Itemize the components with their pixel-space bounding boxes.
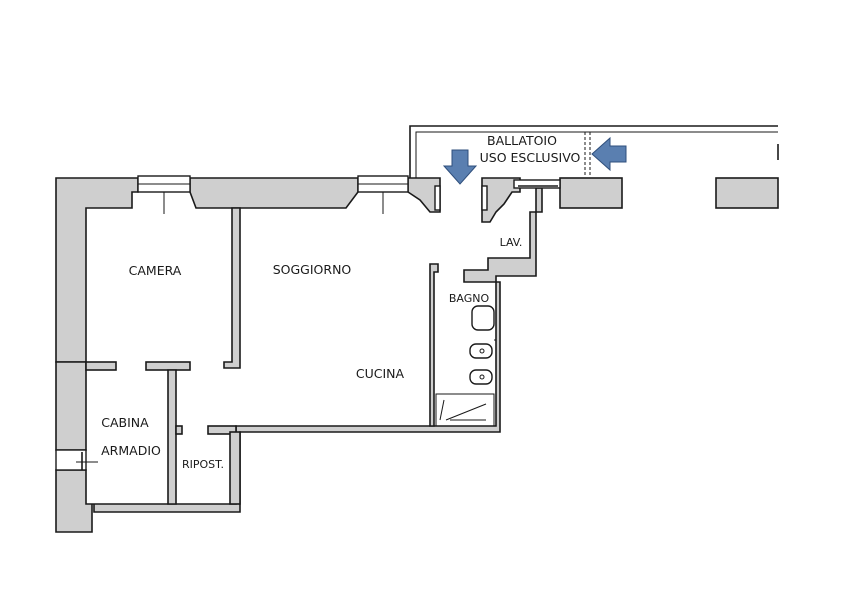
- wall-cabina-ripost: [167, 369, 177, 505]
- room-label-cucina: CUCINA: [356, 366, 405, 381]
- wall-left: [55, 361, 87, 451]
- ballatoio-arrow-left: [591, 136, 627, 172]
- bathroom-fixtures: [435, 305, 496, 427]
- wall-lav-right: [535, 187, 543, 213]
- room-label-ballatoio-1: BALLATOIO: [487, 133, 557, 148]
- room-label-lav: LAV.: [500, 236, 523, 249]
- room-label-bagno: BAGNO: [449, 292, 490, 305]
- wall-ripost-right: [229, 431, 241, 505]
- wall-camera-bottom-right: [145, 361, 191, 371]
- room-label-cabina-2: ARMADIO: [101, 443, 161, 458]
- entrance-arrow-down: [442, 149, 478, 185]
- room-label-camera: CAMERA: [129, 263, 182, 278]
- wall-top-left: [55, 177, 139, 363]
- window-soggiorno: [357, 175, 409, 214]
- room-label-cabina-1: CABINA: [101, 415, 149, 430]
- wall-top-middle: [189, 177, 359, 209]
- room-label-soggiorno: SOGGIORNO: [273, 262, 352, 277]
- room-label-ripost: RIPOST.: [182, 458, 224, 471]
- entrance-door-right: [481, 185, 488, 211]
- wall-far-right-1: [559, 177, 623, 209]
- wall-ripost-top: [175, 425, 183, 435]
- wall-far-right-2: [715, 177, 779, 209]
- window-camera: [137, 175, 191, 214]
- room-label-ballatoio-2: USO ESCLUSIVO: [480, 150, 581, 165]
- wall-ripost-top-2: [207, 425, 237, 435]
- wall-camera-soggiorno: [223, 207, 241, 369]
- wall-left-lower: [55, 281, 501, 533]
- entrance-door-left: [434, 185, 441, 211]
- wall-camera-bottom-left: [85, 361, 117, 371]
- wall-bagno-left: [429, 263, 439, 427]
- window-cabina: [55, 449, 98, 471]
- window-lav: [513, 179, 561, 189]
- ballatoio-outline: [409, 125, 779, 178]
